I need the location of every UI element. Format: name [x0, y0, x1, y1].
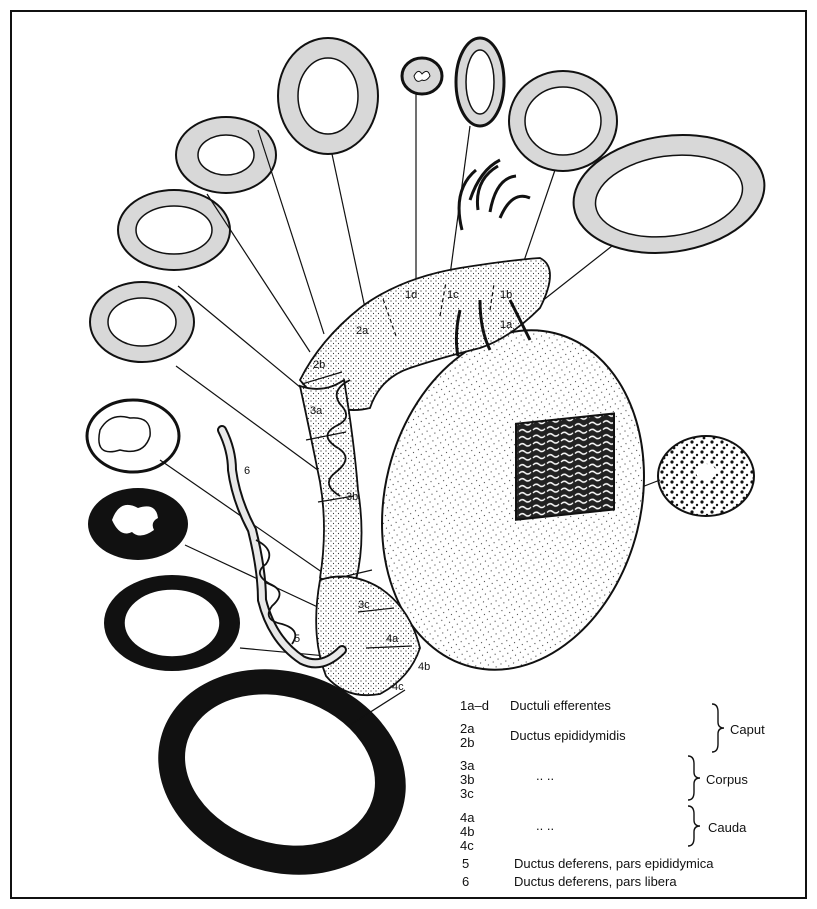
brace-corpus — [688, 756, 700, 800]
label-4a: 4a — [386, 633, 399, 645]
legend-code-2a: 2a — [460, 721, 475, 736]
label-1a: 1a — [500, 319, 513, 331]
legend-text-5: Ductus deferens, pars epididymica — [514, 856, 714, 871]
legend-code-3a: 3a — [460, 758, 475, 773]
legend-ditto-4: .. .. — [536, 818, 554, 833]
group-caput: Caput — [730, 722, 765, 737]
label-3a: 3a — [310, 405, 323, 417]
legend-code-6: 6 — [462, 874, 469, 889]
legend-code-5: 5 — [462, 856, 469, 871]
label-3c: 3c — [358, 599, 370, 611]
label-1b: 1b — [500, 289, 512, 301]
legend-ditto-3: .. .. — [536, 768, 554, 783]
group-cauda: Cauda — [708, 820, 747, 835]
legend-code-1a-d: 1a–d — [460, 698, 489, 713]
testis-cutaway — [516, 413, 614, 519]
legend-code-4c: 4c — [460, 838, 474, 853]
label-4b: 4b — [418, 661, 430, 673]
legend-text-2: Ductus epididymidis — [510, 728, 626, 743]
group-corpus: Corpus — [706, 772, 748, 787]
brace-caput — [712, 704, 724, 752]
legend-code-4b: 4b — [460, 824, 474, 839]
label-3b: 3b — [346, 491, 358, 503]
legend-text-6: Ductus deferens, pars libera — [514, 874, 677, 889]
label-2b: 2b — [313, 359, 325, 371]
label-1c: 1c — [447, 289, 459, 301]
label-1d: 1d — [405, 289, 417, 301]
legend-code-2b: 2b — [460, 735, 474, 750]
label-4c: 4c — [392, 681, 404, 693]
legend-code-3b: 3b — [460, 772, 474, 787]
legend-code-4a: 4a — [460, 810, 475, 825]
brace-cauda — [688, 806, 700, 846]
label-5: 5 — [294, 633, 300, 645]
legend: 1a–d Ductuli efferentes 2a 2b Ductus epi… — [460, 698, 765, 889]
label-6: 6 — [244, 465, 250, 477]
label-2a: 2a — [356, 325, 369, 337]
legend-code-3c: 3c — [460, 786, 474, 801]
legend-text-1a-d: Ductuli efferentes — [510, 698, 611, 713]
